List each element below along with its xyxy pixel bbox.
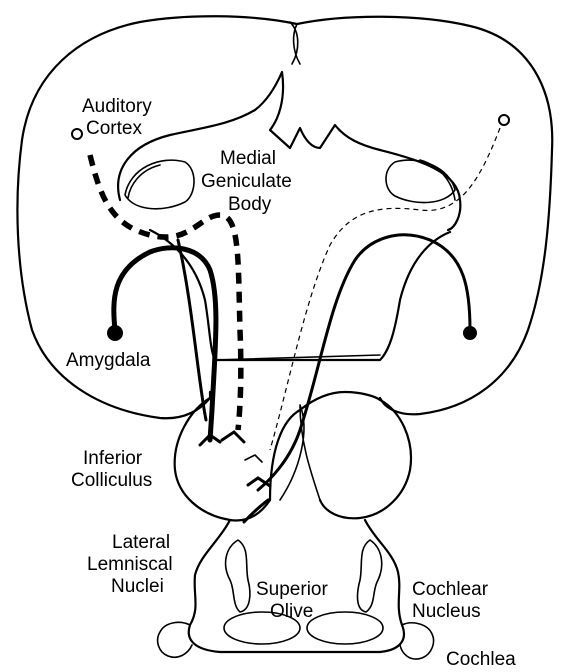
label-so-2: Olive	[270, 601, 313, 622]
label-lln-2: Lemniscal	[87, 554, 173, 575]
label-cn-2: Nucleus	[412, 601, 481, 622]
label-so-1: Superior	[256, 579, 328, 600]
label-mgb-2: Geniculate	[201, 171, 292, 192]
terminal-fork-3	[248, 478, 270, 486]
thalamus-outline	[118, 72, 460, 230]
right-lateral-lemniscal-nucleus	[358, 540, 382, 612]
label-cochlea: Cochlea	[446, 649, 516, 670]
label-lln-3: Nuclei	[111, 576, 164, 597]
cortical-dashed-projection	[90, 155, 241, 430]
inferior-colliculus-center	[280, 405, 320, 500]
left-auditory-cortex-marker	[72, 129, 82, 139]
label-mgb-1: Medial	[220, 148, 276, 169]
label-auditory-cortex-1: Auditory	[82, 96, 152, 117]
label-mgb-3: Body	[228, 194, 272, 215]
right-mgb	[386, 160, 455, 202]
left-lateral-lemniscal-nucleus	[226, 540, 250, 612]
terminal-fork-4	[245, 455, 262, 462]
label-ic-2: Colliculus	[71, 470, 152, 491]
right-amygdala-projection	[258, 235, 470, 490]
label-auditory-cortex-2: Cortex	[86, 118, 142, 139]
right-auditory-cortex-marker	[499, 115, 509, 125]
label-cn-1: Cochlear	[412, 579, 489, 600]
left-cochlea	[158, 622, 192, 657]
terminal-fork-2	[222, 432, 244, 442]
right-cochlea	[400, 623, 434, 659]
label-amygdala: Amygdala	[66, 350, 151, 371]
label-lln-1: Lateral	[112, 532, 170, 553]
ic-ascending-fiber	[244, 500, 268, 522]
left-amygdala-marker	[107, 325, 123, 341]
midline-fissure	[290, 22, 300, 64]
left-mgb	[125, 160, 194, 209]
right-superior-olive	[307, 612, 383, 644]
label-ic-1: Inferior	[83, 448, 143, 469]
right-amygdala-marker	[463, 326, 477, 340]
